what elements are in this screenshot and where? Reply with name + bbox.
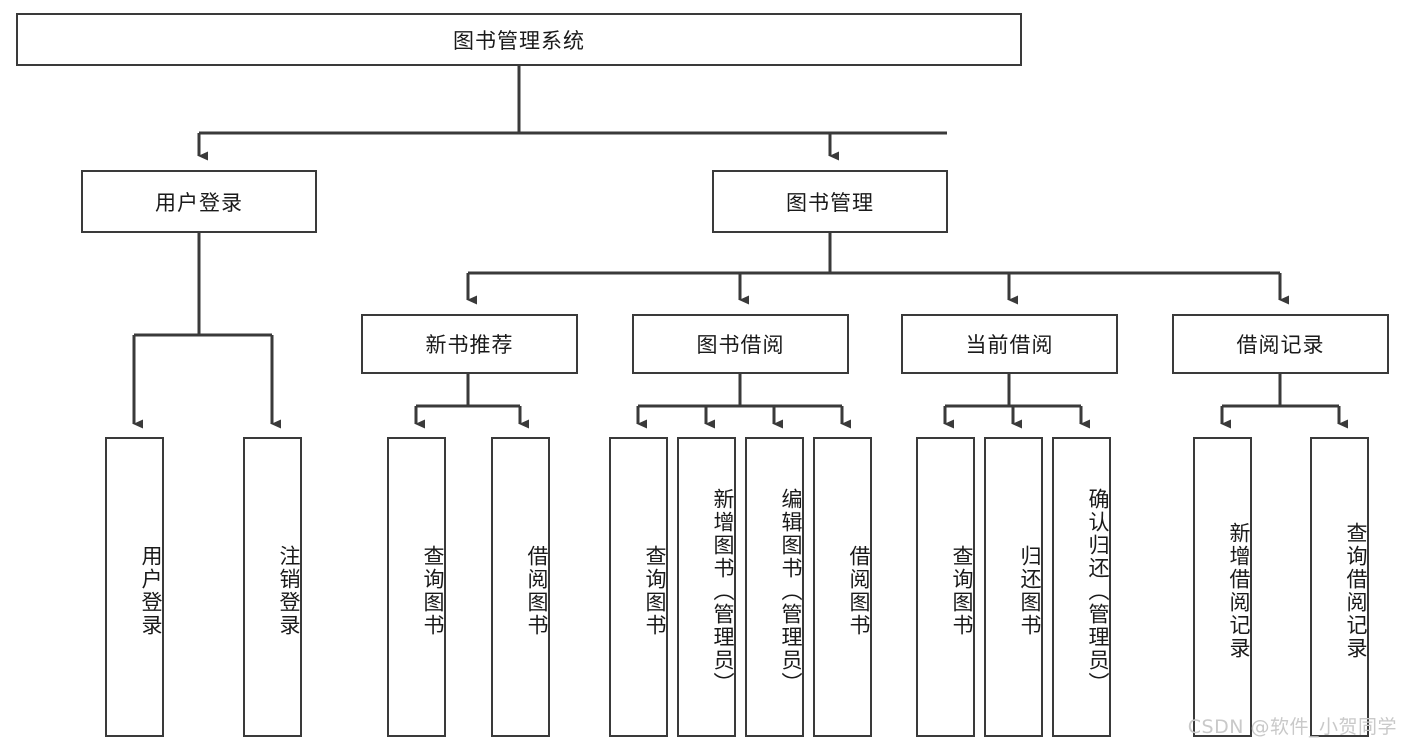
leaf-user-login-logout[interactable]: 注销登录 [243, 437, 302, 737]
node-label: 编辑图书（管理员） [779, 487, 803, 695]
csdn-watermark: CSDN @软件_小贺同学 [1187, 716, 1397, 738]
node-borrow-record[interactable]: 借阅记录 [1172, 314, 1389, 374]
node-label: 查询图书 [643, 545, 667, 637]
node-label: 借阅记录 [1236, 333, 1325, 357]
node-label: 图书管理系统 [453, 28, 585, 53]
node-label: 新书推荐 [425, 333, 514, 357]
leaf-current-borrow-query-book[interactable]: 查询图书 [916, 437, 975, 737]
leaf-book-borrow-borrow-book[interactable]: 借阅图书 [813, 437, 872, 737]
node-label: 图书借阅 [696, 333, 785, 357]
node-label: 查询图书 [950, 545, 974, 637]
leaf-current-borrow-confirm-return-admin[interactable]: 确认归还（管理员） [1052, 437, 1111, 737]
node-label: 新增图书（管理员） [711, 487, 735, 695]
node-book-borrow[interactable]: 图书借阅 [632, 314, 849, 374]
leaf-new-book-borrow-book[interactable]: 借阅图书 [491, 437, 550, 737]
node-root-book-management-system[interactable]: 图书管理系统 [16, 13, 1022, 66]
node-user-login[interactable]: 用户登录 [81, 170, 317, 233]
node-label: 用户登录 [139, 545, 163, 637]
node-label: 用户登录 [155, 190, 243, 215]
node-label: 查询图书 [421, 545, 445, 637]
node-label: 归还图书 [1018, 545, 1042, 637]
node-label: 借阅图书 [847, 545, 871, 637]
node-label: 图书管理 [786, 190, 874, 215]
node-label: 当前借阅 [965, 333, 1054, 357]
leaf-book-borrow-add-book-admin[interactable]: 新增图书（管理员） [677, 437, 736, 737]
node-label: 注销登录 [277, 545, 301, 637]
leaf-book-borrow-query-book[interactable]: 查询图书 [609, 437, 668, 737]
node-label: 确认归还（管理员） [1086, 487, 1110, 695]
leaf-borrow-record-add-record[interactable]: 新增借阅记录 [1193, 437, 1252, 737]
node-label: 查询借阅记录 [1344, 522, 1368, 660]
node-current-borrow[interactable]: 当前借阅 [901, 314, 1118, 374]
leaf-user-login-login[interactable]: 用户登录 [105, 437, 164, 737]
leaf-current-borrow-return-book[interactable]: 归还图书 [984, 437, 1043, 737]
node-label: 借阅图书 [525, 545, 549, 637]
node-new-book-recommend[interactable]: 新书推荐 [361, 314, 578, 374]
node-label: 新增借阅记录 [1227, 522, 1251, 660]
node-book-management[interactable]: 图书管理 [712, 170, 948, 233]
leaf-book-borrow-edit-book-admin[interactable]: 编辑图书（管理员） [745, 437, 804, 737]
leaf-borrow-record-query-record[interactable]: 查询借阅记录 [1310, 437, 1369, 737]
leaf-new-book-query-book[interactable]: 查询图书 [387, 437, 446, 737]
